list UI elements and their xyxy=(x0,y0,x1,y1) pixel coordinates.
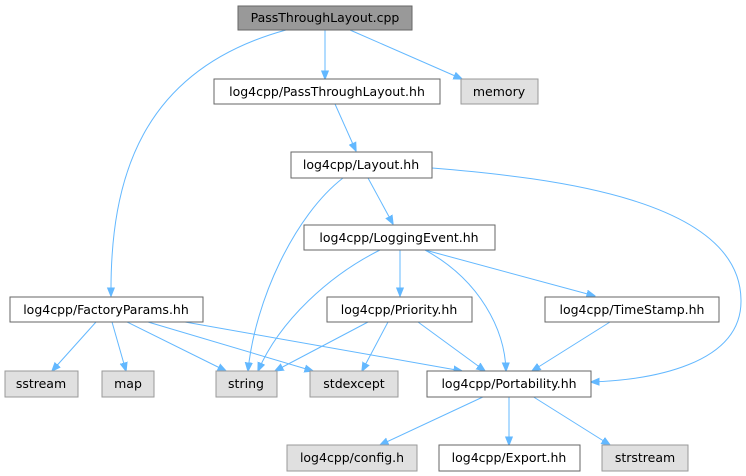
node-timestamp-hh[interactable]: log4cpp/TimeStamp.hh xyxy=(544,296,720,323)
edge-layout-to-portability xyxy=(431,167,742,382)
node-label: log4cpp/PassThroughLayout.hh xyxy=(229,84,425,99)
node-passthroughlayout-hh[interactable]: log4cpp/PassThroughLayout.hh xyxy=(213,78,441,105)
node-string[interactable]: string xyxy=(215,370,278,398)
node-factoryparams-hh[interactable]: log4cpp/FactoryParams.hh xyxy=(9,296,204,323)
node-label: memory xyxy=(473,84,526,99)
edge-root-to-factoryparams xyxy=(111,29,287,296)
node-layout-hh[interactable]: log4cpp/Layout.hh xyxy=(290,151,433,179)
edge-factoryparams-to-sstream xyxy=(52,321,97,371)
node-label: log4cpp/Layout.hh xyxy=(303,157,419,172)
node-map[interactable]: map xyxy=(101,370,155,398)
edge-loggingevent-to-portability xyxy=(424,249,506,371)
node-export-hh[interactable]: log4cpp/Export.hh xyxy=(438,444,581,472)
edge-factoryparams-to-stdexcept xyxy=(147,321,313,371)
edge-factoryparams-to-portability xyxy=(184,321,462,371)
node-label: log4cpp/config.h xyxy=(300,450,404,465)
node-label: PassThroughLayout.cpp xyxy=(251,10,400,25)
node-strstream[interactable]: strstream xyxy=(601,444,689,472)
node-loggingevent-hh[interactable]: log4cpp/LoggingEvent.hh xyxy=(303,224,496,251)
node-label: sstream xyxy=(16,376,66,391)
node-label: log4cpp/Portability.hh xyxy=(441,376,576,391)
node-label: log4cpp/Export.hh xyxy=(452,450,567,465)
node-label: string xyxy=(228,376,264,391)
edge-factoryparams-to-map xyxy=(111,321,126,371)
node-memory[interactable]: memory xyxy=(460,78,539,105)
edge-ptlayout-to-layout xyxy=(334,103,356,151)
nodes-layer: PassThroughLayout.cpp log4cpp/PassThroug… xyxy=(4,5,720,472)
node-label: stdexcept xyxy=(323,376,384,391)
node-label: log4cpp/LoggingEvent.hh xyxy=(319,230,478,245)
edge-priority-to-string xyxy=(275,321,369,371)
edge-loggingevent-to-string xyxy=(258,249,381,371)
node-passthroughlayout-cpp[interactable]: PassThroughLayout.cpp xyxy=(237,5,413,31)
node-label: strstream xyxy=(615,450,675,465)
node-priority-hh[interactable]: log4cpp/Priority.hh xyxy=(326,296,473,323)
node-label: log4cpp/Priority.hh xyxy=(341,302,458,317)
edge-root-to-memory xyxy=(349,29,462,79)
edge-timestamp-to-portability xyxy=(532,321,611,371)
edges-layer xyxy=(52,29,742,445)
node-label: log4cpp/FactoryParams.hh xyxy=(23,302,189,317)
node-label: log4cpp/TimeStamp.hh xyxy=(560,302,705,317)
node-portability-hh[interactable]: log4cpp/Portability.hh xyxy=(426,370,592,398)
edge-factoryparams-to-string xyxy=(126,321,226,371)
node-stdexcept[interactable]: stdexcept xyxy=(309,370,399,398)
edge-portability-to-config xyxy=(380,395,486,445)
edge-priority-to-stdexcept xyxy=(362,321,389,371)
edge-layout-to-loggingevent xyxy=(367,177,393,224)
edge-portability-to-strstream xyxy=(531,395,610,445)
edge-layout-to-string xyxy=(248,177,344,371)
node-config-h[interactable]: log4cpp/config.h xyxy=(286,444,418,472)
node-label: map xyxy=(114,376,142,391)
node-sstream[interactable]: sstream xyxy=(4,370,79,398)
edge-loggingevent-to-timestamp xyxy=(424,249,595,296)
edge-priority-to-portability xyxy=(417,321,485,371)
